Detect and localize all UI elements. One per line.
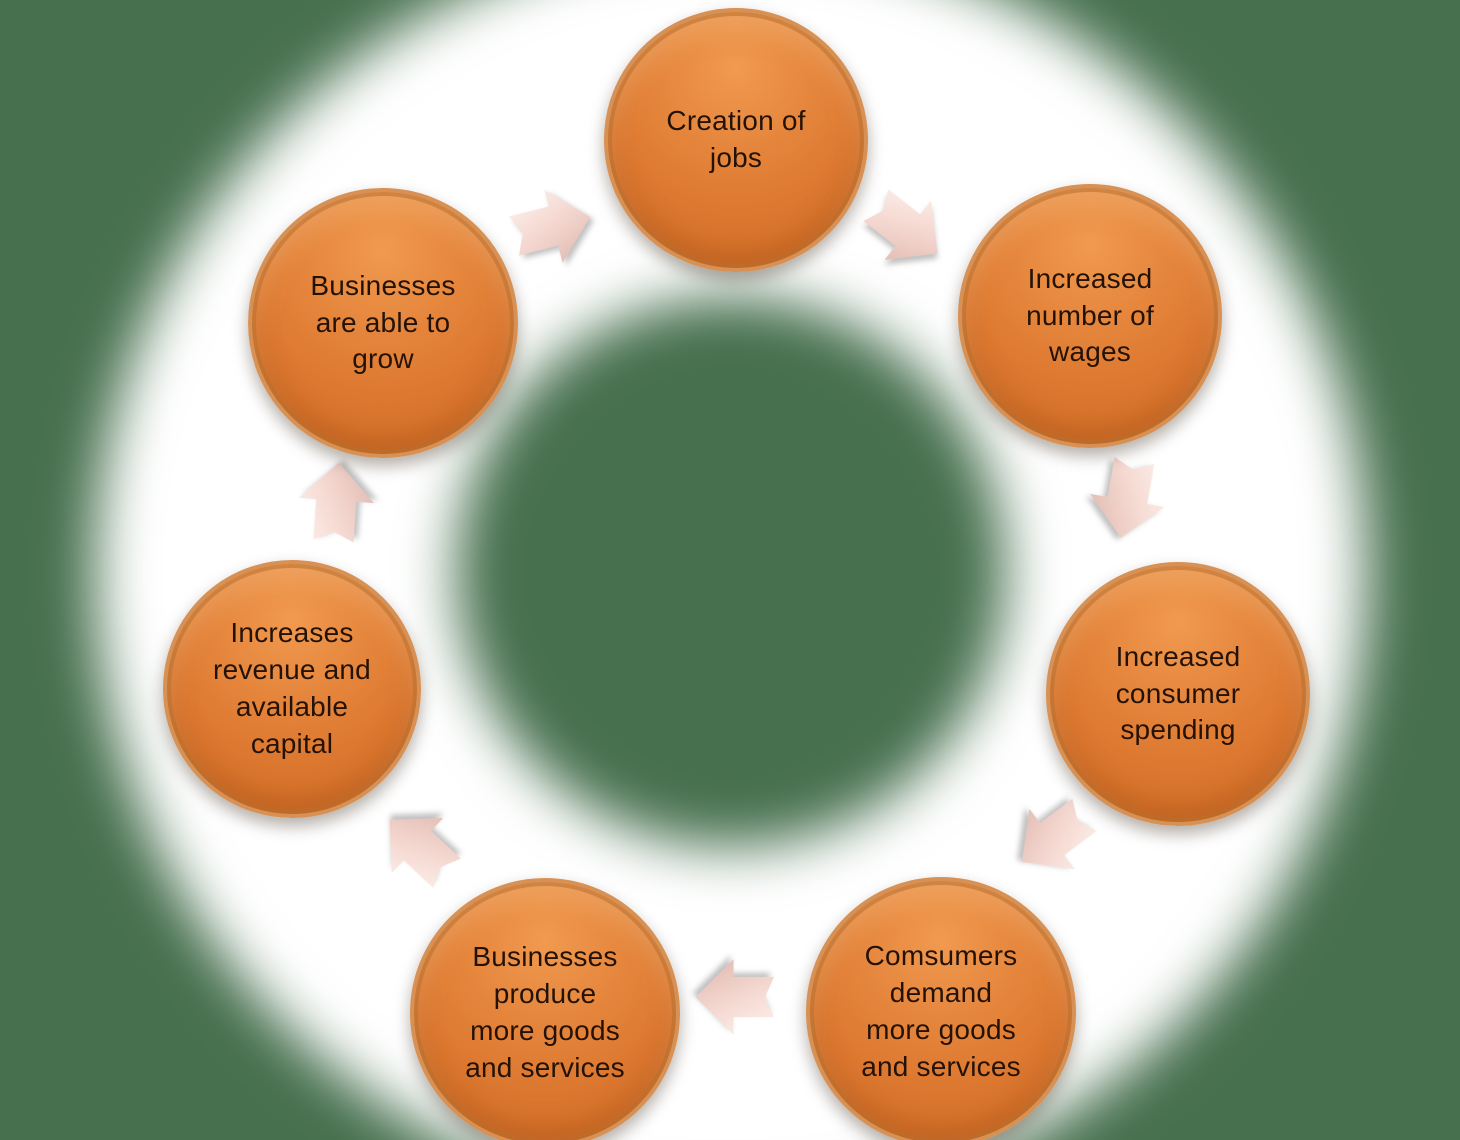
arrow-revenue-to-grow-icon [291,457,381,551]
node-label: Increased number of wages [1026,262,1154,368]
node-creation-of-jobs: Creation of jobs [604,8,868,272]
node-businesses-able-to-grow: Businesses are able to grow [248,188,518,458]
block-arrow-icon [693,955,781,1039]
node-label: Increased consumer spending [1115,640,1241,746]
node-label: Creation of jobs [666,105,806,173]
node-increased-number-of-wages: Increased number of wages [958,184,1222,448]
block-arrow-icon [291,457,381,551]
arrow-wages-to-spending-icon [1079,446,1177,547]
node-label: Businesses produce more goods and servic… [465,941,625,1083]
node-label: Businesses are able to grow [310,269,456,375]
node-label: Increases revenue and available capital [213,617,371,759]
node-increases-revenue-capital: Increases revenue and available capital [163,560,421,818]
node-consumers-demand-goods: Comsumers demand more goods and services [806,877,1076,1140]
node-increased-consumer-spending: Increased consumer spending [1046,562,1310,826]
block-arrow-icon [1079,446,1177,547]
node-label: Comsumers demand more goods and services [861,940,1021,1082]
node-businesses-produce-goods: Businesses produce more goods and servic… [410,878,680,1140]
arrow-demand-to-produce-icon [693,955,781,1039]
